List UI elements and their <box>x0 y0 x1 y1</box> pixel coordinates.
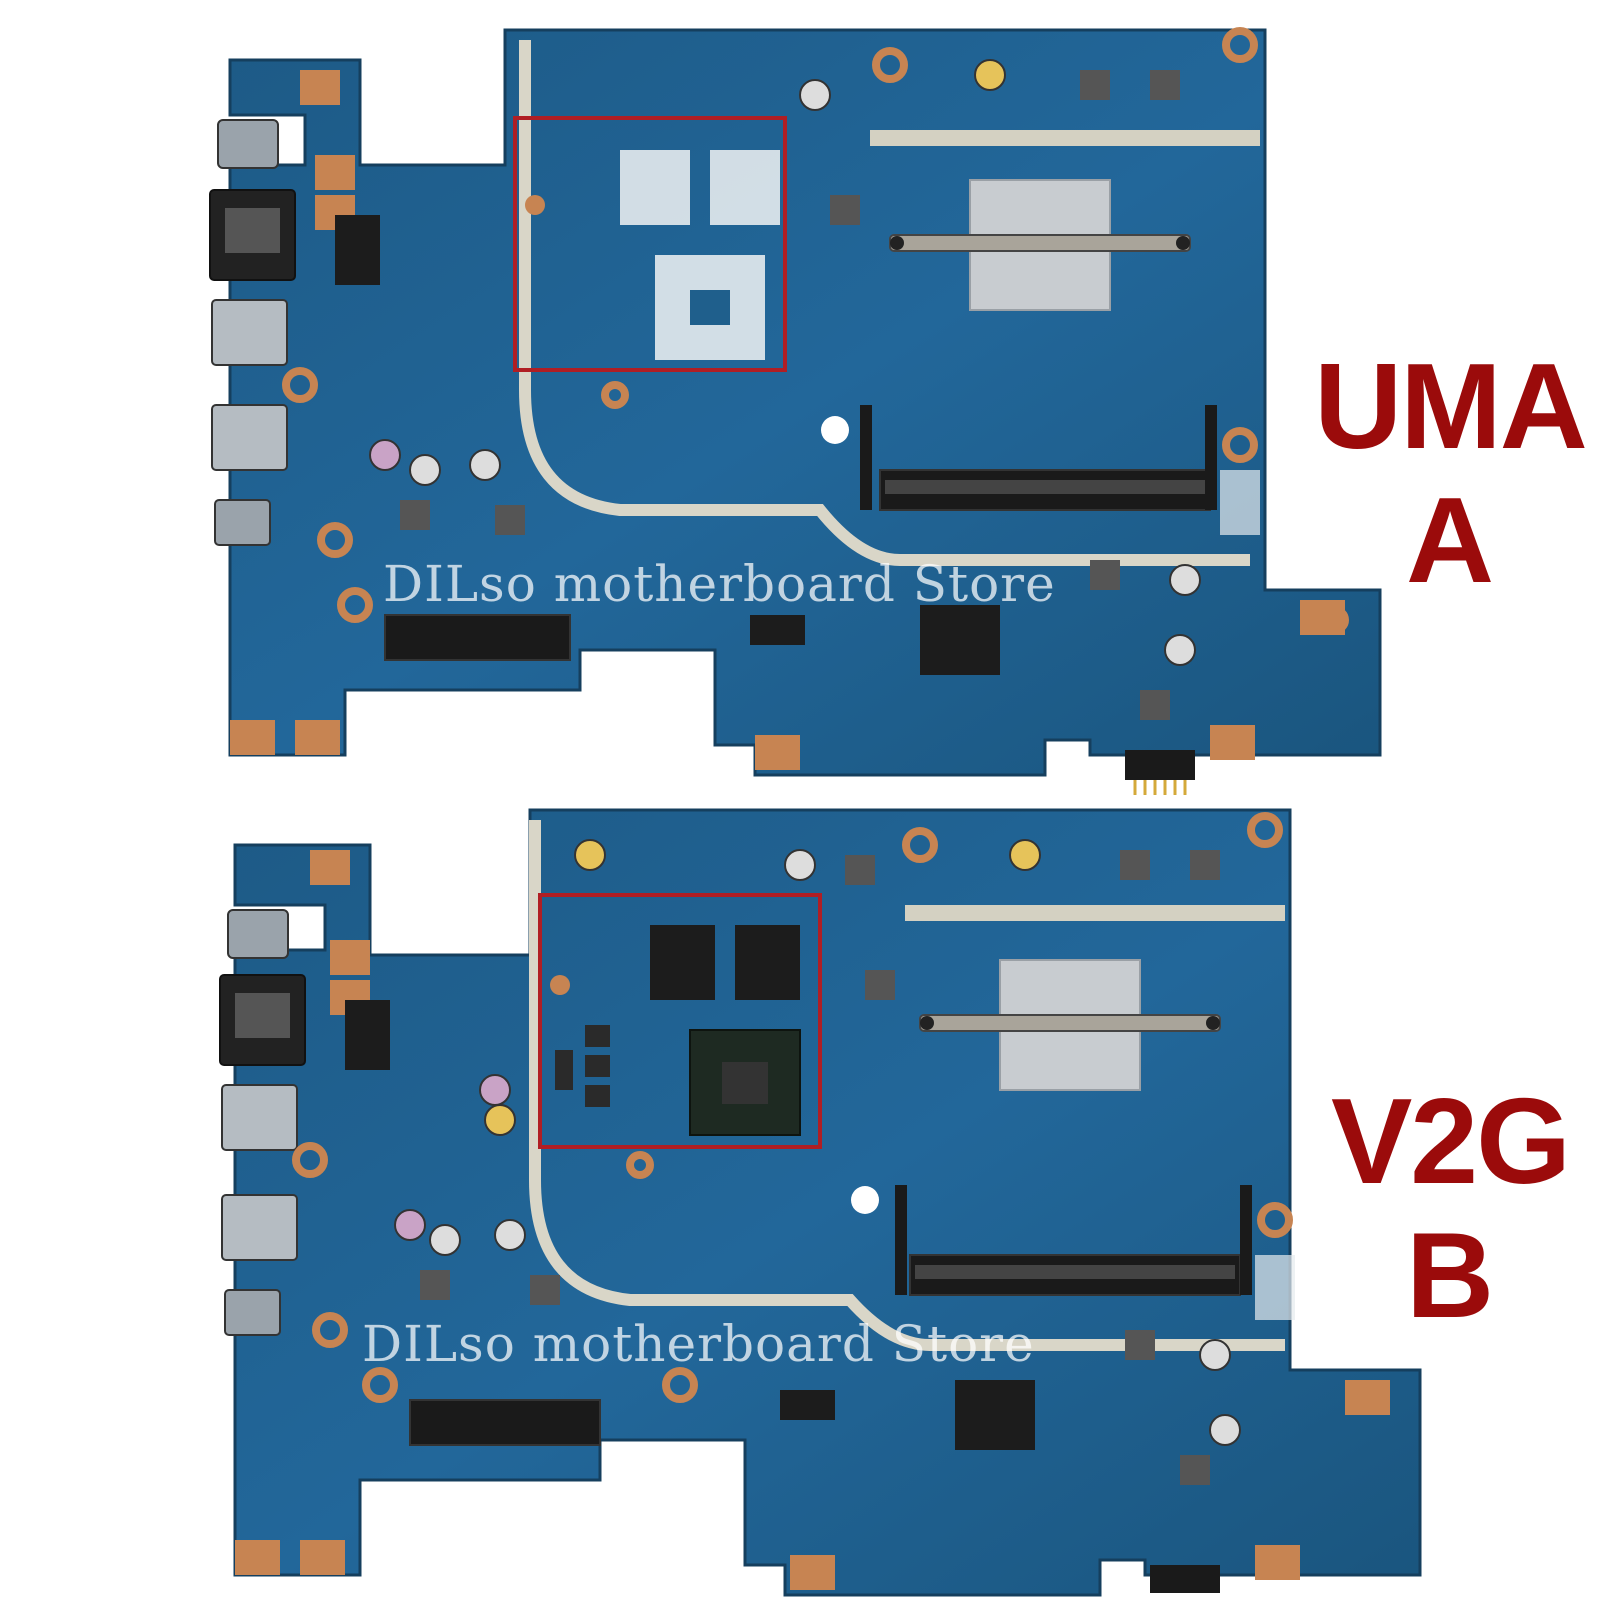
board-a-panel: DILso motherboard Store UMA A <box>209 27 1600 795</box>
capacitors <box>369 59 1201 720</box>
board-b-panel: DILso motherboard Store V2G B <box>0 800 1600 1600</box>
gpu-highlight-box <box>513 116 787 372</box>
board-a-photo <box>209 27 1382 795</box>
screw-rings <box>282 27 1349 634</box>
capacitors <box>394 839 1241 1485</box>
variant-code: UMA <box>1314 338 1588 474</box>
usb-c-port <box>227 909 289 959</box>
variant-label: UMA A <box>1300 345 1600 601</box>
mounting-pads <box>230 70 1345 770</box>
mounting-pads <box>235 850 1390 1590</box>
ec-chip <box>955 1380 1035 1450</box>
usb-a-port <box>221 1194 298 1261</box>
heatpipe-trace <box>529 820 1285 1351</box>
variant-letter: B <box>1405 1207 1495 1343</box>
hdmi-port <box>211 299 288 366</box>
audio-jack <box>214 499 271 546</box>
watermark-text: DILso motherboard Store <box>362 1315 1035 1373</box>
ec-chip <box>920 605 1000 675</box>
hdmi-port <box>221 1084 298 1151</box>
sata-connector <box>409 1399 601 1446</box>
screw-rings <box>292 812 1374 1414</box>
audio-jack <box>224 1289 281 1336</box>
vram-chip <box>735 925 800 1000</box>
variant-letter: A <box>1405 472 1495 608</box>
vram-chip <box>650 925 715 1000</box>
usb-c-port <box>217 119 279 169</box>
usb-a-port <box>211 404 288 471</box>
top-rail <box>870 130 1260 146</box>
gpu-highlight-box <box>538 893 822 1149</box>
heatpipe-trace <box>519 40 1250 566</box>
sata-connector <box>384 614 571 661</box>
board-b-photo <box>219 808 1422 1597</box>
top-rail <box>905 905 1285 921</box>
variant-label: V2G B <box>1300 1080 1600 1336</box>
watermark-text: DILso motherboard Store <box>383 555 1056 613</box>
variant-code: V2G <box>1330 1073 1571 1209</box>
